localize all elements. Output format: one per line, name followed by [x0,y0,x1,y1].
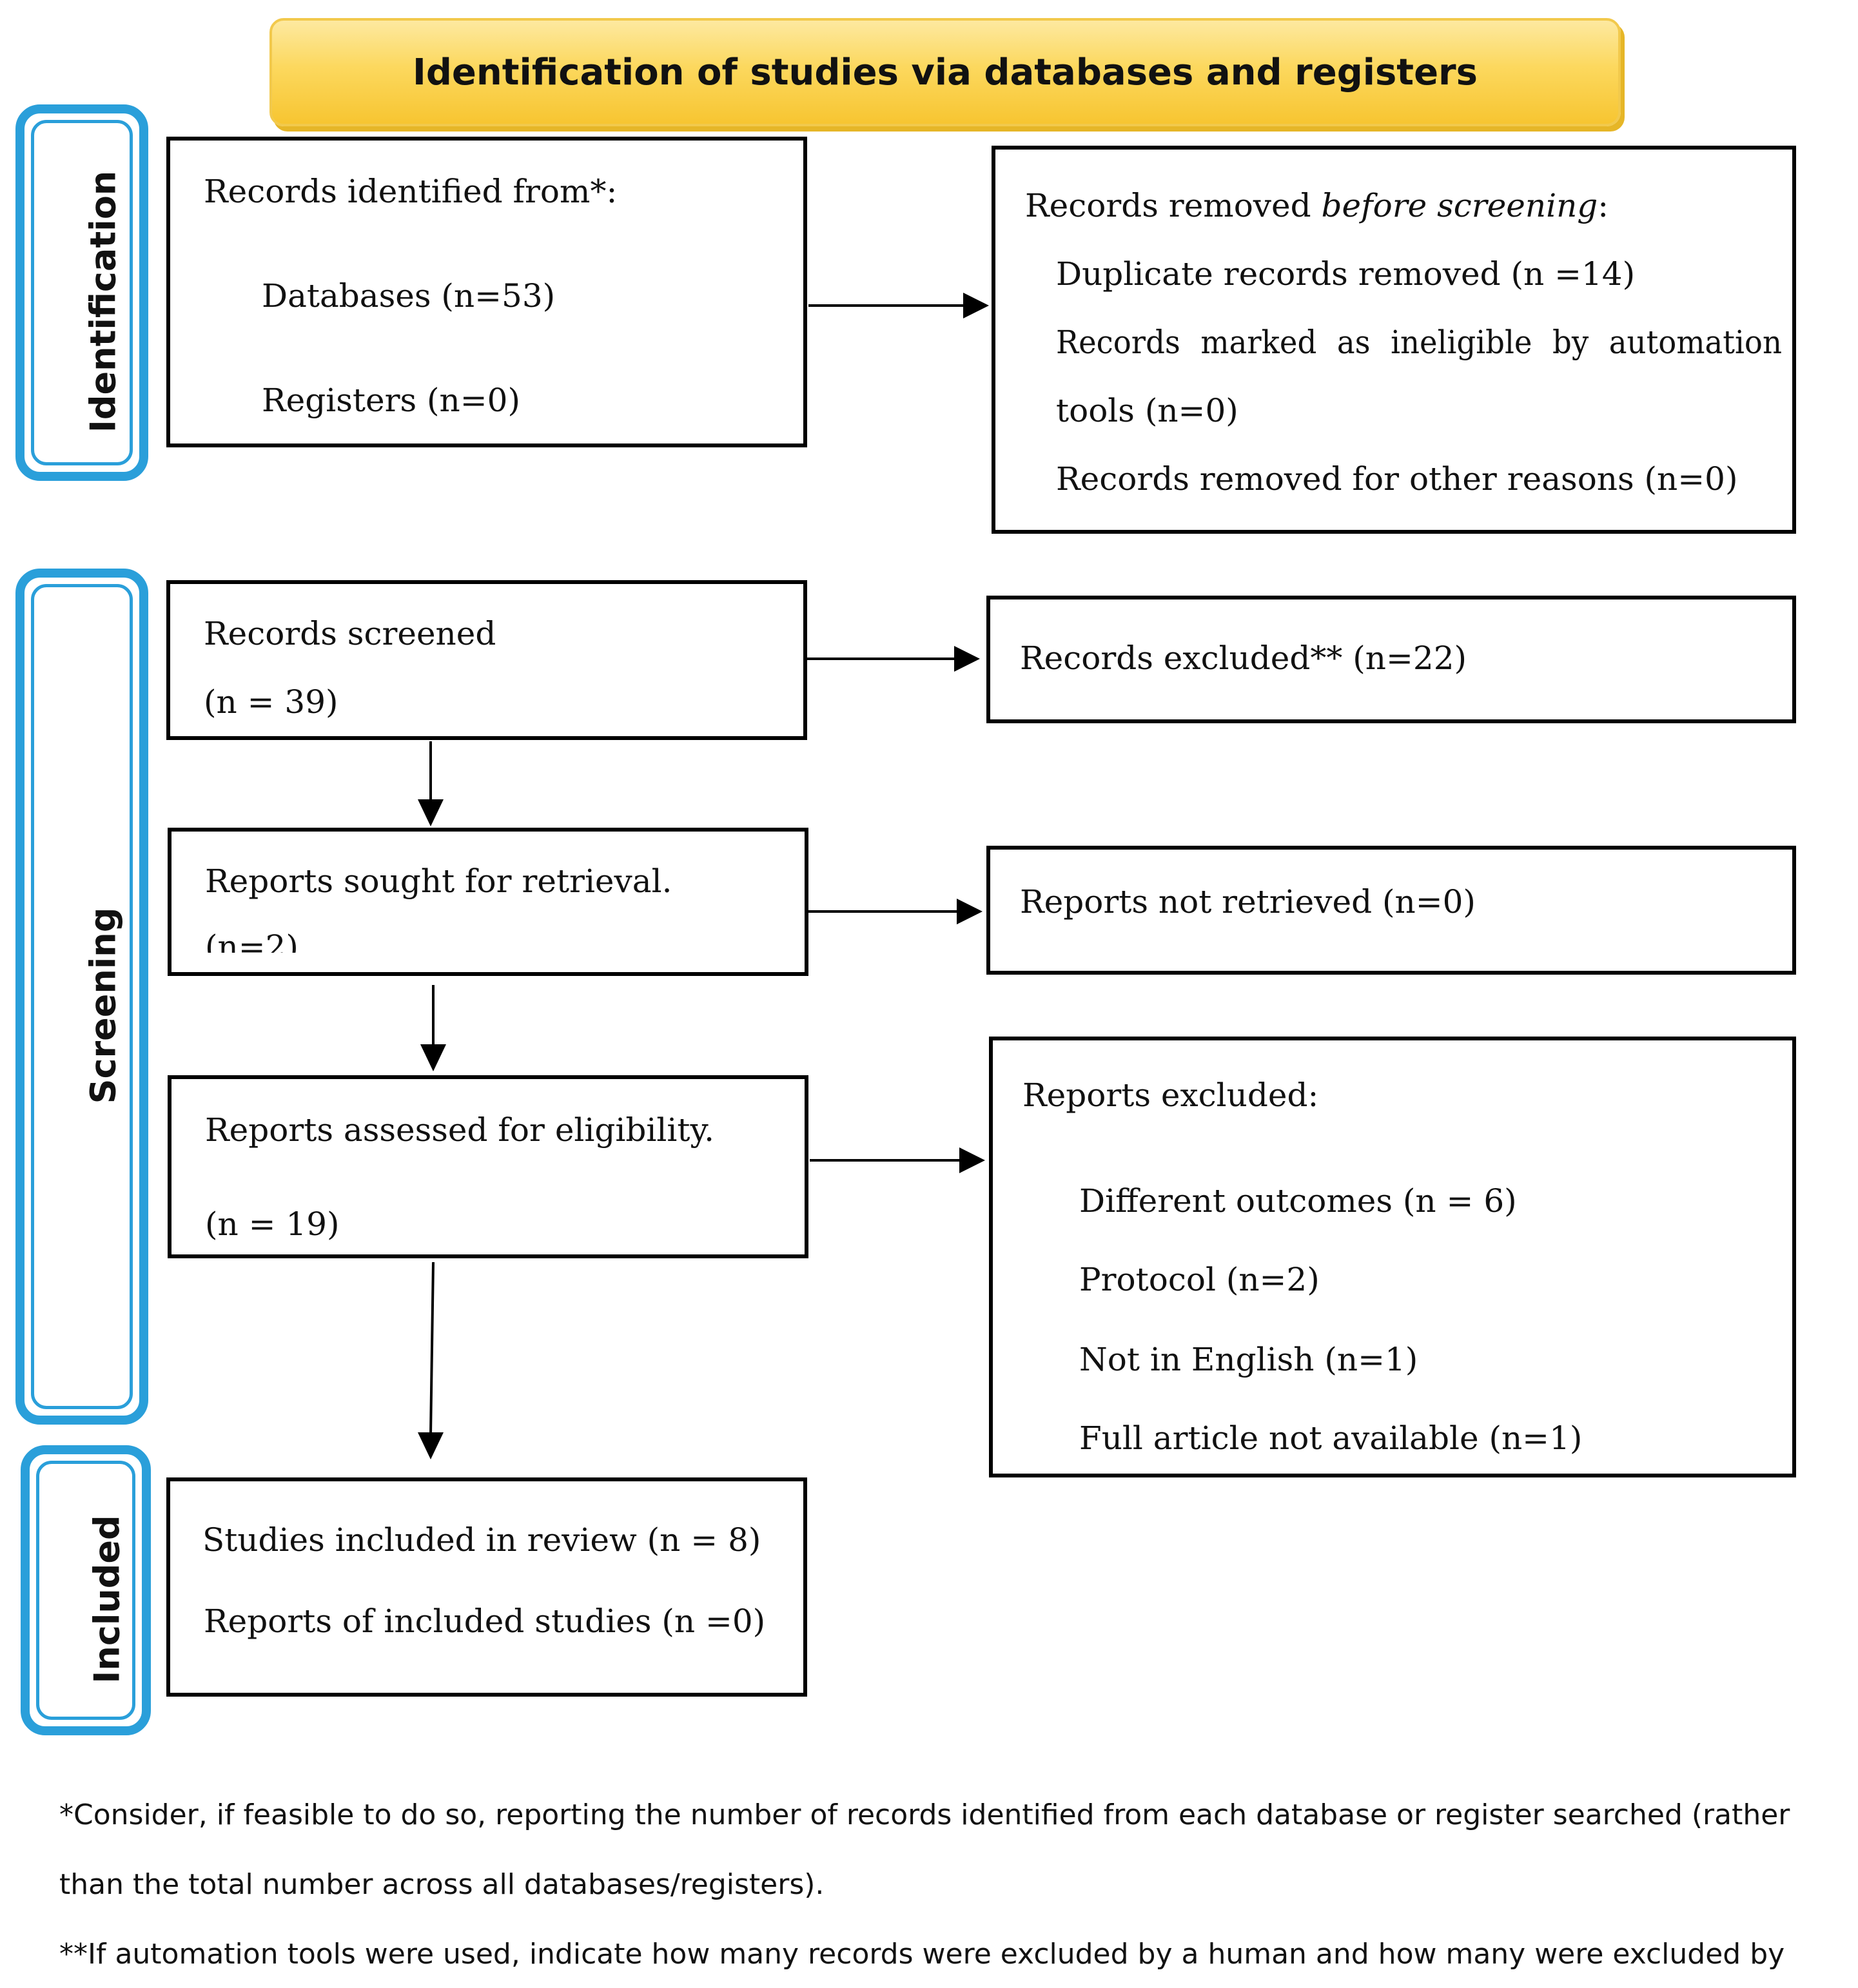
diagram-title: Identification of studies via databases … [413,51,1478,93]
records-identified-heading: Records identified from*: [204,173,618,210]
reports-not-retrieved-box: Reports not retrieved (n=0) [986,846,1796,975]
records-excluded-box: Records excluded** (n=22) [986,596,1796,723]
removed-heading-italic: before screening [1321,187,1598,224]
ineligible-line-2: tools (n=0) [1056,392,1238,429]
arrow-assessed-to-excluded [810,1147,985,1173]
records-excluded-label: Records excluded** (n=22) [1020,639,1467,677]
ineligible-line-1: Records marked as ineligible by automati… [1056,324,1782,361]
databases-count: Databases (n=53) [262,277,556,315]
title-banner: Identification of studies via databases … [269,18,1621,126]
footnote-line-2: than the total number across all databas… [59,1868,825,1901]
reports-sought-label: Reports sought for retrieval. [205,862,672,900]
phase-included-inner [36,1461,135,1720]
records-screened-box: Records screened (n = 39) [166,580,807,740]
reports-assessed-box: Reports assessed for eligibility. (n = 1… [168,1075,808,1258]
exclusion-reason: Protocol (n=2) [1079,1261,1320,1298]
registers-count: Registers (n=0) [262,382,520,419]
arrow-sought-to-assessed [420,985,446,1071]
included-box: Studies included in review (n = 8) Repor… [166,1477,807,1697]
arrow-sought-to-not-retrieved [807,899,983,924]
arrow-screened-to-sought [418,741,444,826]
footnote-line-3: **If automation tools were used, indicat… [59,1938,1785,1971]
records-removed-heading: Records removed before screening: [1025,187,1609,224]
phase-included: Included [21,1445,151,1735]
exclusion-reason: Full article not available (n=1) [1079,1419,1583,1457]
arrow-assessed-to-included [418,1262,444,1459]
removed-heading-suffix: : [1598,187,1609,224]
phase-screening: Screening [15,569,148,1425]
duplicates-removed: Duplicate records removed (n =14) [1056,255,1636,293]
reports-excluded-box: Reports excluded: Different outcomes (n … [989,1037,1796,1477]
reports-sought-box: Reports sought for retrieval. (n=2) [168,828,808,976]
reports-excluded-heading: Reports excluded: [1022,1077,1319,1114]
phase-screening-inner [31,584,133,1409]
reports-included: Reports of included studies (n =0) [204,1603,766,1640]
reports-assessed-count: (n = 19) [205,1205,340,1243]
arrow-screened-to-excluded [805,646,980,672]
reports-sought-count: (n=2) [205,928,298,953]
records-identified-box: Records identified from*: Databases (n=5… [166,137,807,447]
exclusion-reason: Not in English (n=1) [1079,1341,1418,1378]
reports-sought-count-clip: (n=2) [205,928,463,953]
reports-not-retrieved-label: Reports not retrieved (n=0) [1020,883,1476,921]
records-screened-count: (n = 39) [204,683,338,721]
exclusion-reason: Different outcomes (n = 6) [1079,1182,1517,1220]
arrow-identified-to-removed [808,293,989,318]
phase-identification: Identification [15,104,148,481]
footnote-line-1: *Consider, if feasible to do so, reporti… [59,1798,1790,1831]
removed-heading-prefix: Records removed [1025,187,1322,224]
other-reasons-removed: Records removed for other reasons (n=0) [1056,460,1738,498]
phase-identification-inner [31,120,133,465]
records-screened-label: Records screened [204,615,496,652]
reports-assessed-label: Reports assessed for eligibility. [205,1111,714,1149]
records-removed-box: Records removed before screening: Duplic… [992,146,1796,534]
studies-included: Studies included in review (n = 8) [202,1521,761,1559]
